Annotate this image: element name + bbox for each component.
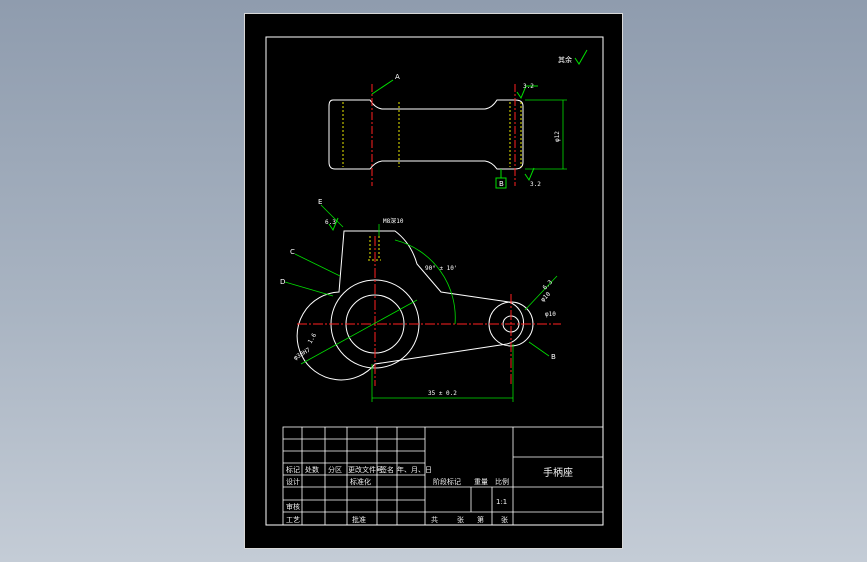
leader-a: A <box>395 73 400 81</box>
tb-stage-label: 阶段标记 <box>433 477 461 486</box>
datum-b: B <box>499 180 504 188</box>
tb-scale: 1:1 <box>496 498 507 506</box>
tb-header-1: 处数 <box>305 465 319 474</box>
roughness-top-right: 3.2 <box>523 83 534 90</box>
roughness-left: 1.6 <box>307 332 319 345</box>
center-distance-dim: 35 ± 0.2 <box>428 390 457 397</box>
leader-b: B <box>551 353 556 361</box>
roughness-top: 6.3 <box>325 219 336 226</box>
angle-dim: 90° ± 10' <box>425 265 458 272</box>
leader-d: D <box>280 278 285 286</box>
right-hole-dim: φ10 <box>545 311 556 318</box>
thread-label: M8深10 <box>383 217 404 225</box>
tb-review: 审核 <box>286 502 300 511</box>
tb-header-5: 年、月、日 <box>397 465 432 474</box>
top-view-outline <box>328 99 524 170</box>
part-name: 手柄座 <box>543 466 573 479</box>
corner-note: 其余 <box>558 55 572 64</box>
cad-drawing: 其余 A 3.2 φ12 B 3.2 <box>265 36 604 526</box>
tb-weight-label: 重量 <box>474 478 488 486</box>
tb-header-3: 更改文件号 <box>348 465 383 474</box>
title-block <box>282 426 604 526</box>
tb-approve: 批准 <box>352 515 366 524</box>
tb-header-2: 分区 <box>328 465 342 474</box>
front-view-outline <box>296 230 525 381</box>
tb-sheets-1: 张 <box>457 515 464 524</box>
tb-design: 设计 <box>286 477 300 486</box>
height-dimension: φ12 <box>554 131 561 142</box>
front-view: 35 ± 0.2 90° ± 10' M8深10 E 6.3 C D φ30H7… <box>280 198 561 402</box>
tb-ratio-label: 比例 <box>495 477 509 486</box>
top-view: A 3.2 φ12 B 3.2 <box>328 73 567 189</box>
leader-c: C <box>290 248 295 256</box>
roughness-bottom: 3.2 <box>530 181 541 188</box>
title-block-header-row: 标记 处数 分区 更改文件号 签名 年、月、日 <box>286 465 432 474</box>
tb-header-0: 标记 <box>286 465 300 474</box>
tb-sheets-2: 第 <box>477 515 484 524</box>
tb-sheets-0: 共 <box>431 515 438 524</box>
drawing-sheet: 其余 A 3.2 φ12 B 3.2 <box>244 13 623 549</box>
tb-standard: 标准化 <box>350 477 371 486</box>
tb-header-4: 签名 <box>380 465 394 474</box>
leader-e: E <box>318 198 322 206</box>
tb-process: 工艺 <box>286 516 300 524</box>
tb-sheets-3: 张 <box>501 515 508 524</box>
corner-roughness-symbol <box>574 49 588 65</box>
